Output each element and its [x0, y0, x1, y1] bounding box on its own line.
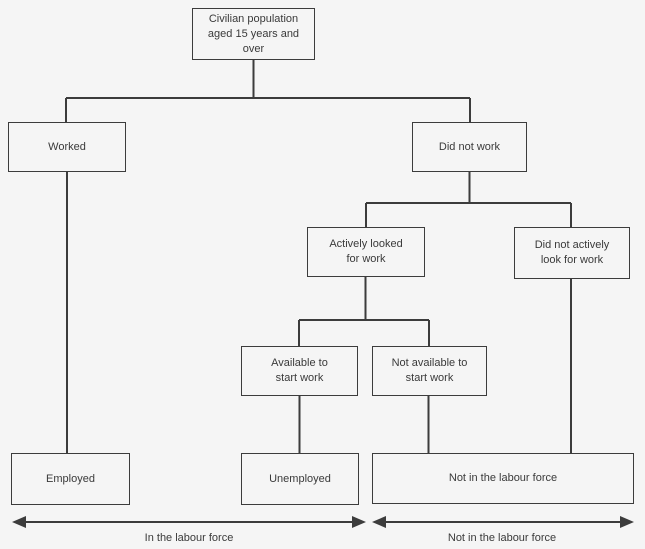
node-civilian-population: Civilian population aged 15 years and ov…: [192, 8, 315, 60]
node-unemployed: Unemployed: [241, 453, 359, 505]
node-employed: Employed: [11, 453, 130, 505]
axis-arrowhead-right-1: [352, 516, 366, 528]
node-actively-looked-for-work: Actively looked for work: [307, 227, 425, 277]
axis-label-in-the-labour-force: In the labour force: [144, 532, 234, 544]
axis-arrows: [12, 516, 634, 528]
node-worked: Worked: [8, 122, 126, 172]
axis-arrowhead-left-1: [12, 516, 26, 528]
node-available-to-start-work: Available to start work: [241, 346, 358, 396]
node-not-in-the-labour-force: Not in the labour force: [372, 453, 634, 504]
node-not-available-to-start-work: Not available to start work: [372, 346, 487, 396]
node-did-not-actively-look-for-work: Did not actively look for work: [514, 227, 630, 279]
node-did-not-work: Did not work: [412, 122, 527, 172]
axis-label-not-in-the-labour-force: Not in the labour force: [447, 532, 557, 544]
axis-arrowhead-right-2: [620, 516, 634, 528]
axis-arrowhead-left-2: [372, 516, 386, 528]
